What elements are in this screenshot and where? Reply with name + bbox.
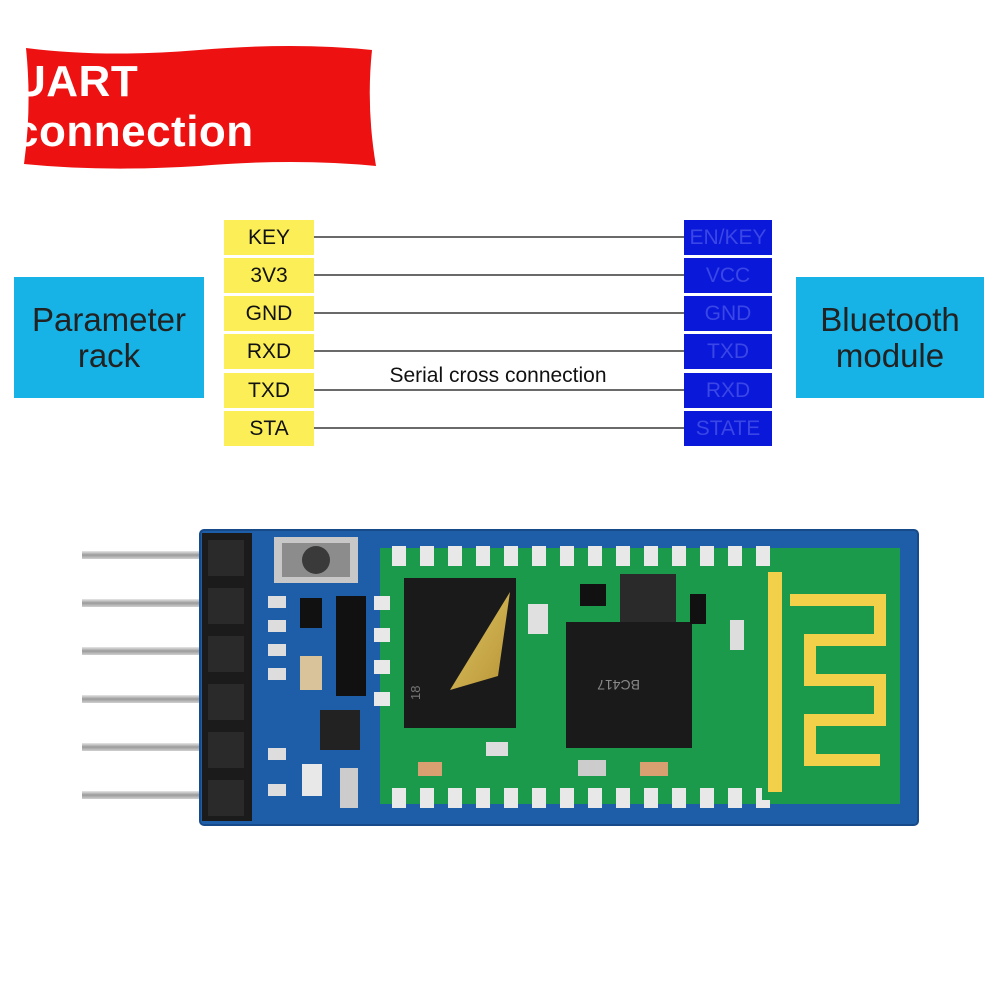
left-pin-3v3: 3V3 <box>224 258 314 293</box>
push-button <box>274 537 358 583</box>
title: UART connection <box>14 57 254 156</box>
module-components <box>418 584 744 776</box>
bluetooth-module-line2: module <box>835 336 945 374</box>
right-pin-rxd: RXD <box>684 373 772 408</box>
left-pin-txd: TXD <box>224 373 314 408</box>
small-chip <box>620 574 676 622</box>
antenna <box>762 568 892 800</box>
header-connector <box>202 533 252 821</box>
right-pin-state: STATE <box>684 411 772 446</box>
left-components <box>268 596 366 808</box>
right-pin-vcc: VCC <box>684 258 772 293</box>
right-pin-gnd: GND <box>684 296 772 331</box>
header-pins <box>82 551 220 799</box>
right-pin-en-key: EN/KEY <box>684 220 772 255</box>
left-pin-rxd: RXD <box>224 334 314 369</box>
parameter-rack-line2: rack <box>77 336 141 374</box>
parameter-rack-line1: Parameter <box>31 300 187 338</box>
right-pin-txd: TXD <box>684 334 772 369</box>
left-pin-key: KEY <box>224 220 314 255</box>
bluetooth-module-line1: Bluetooth <box>820 300 960 338</box>
bluetooth-module-box: Bluetooth module <box>796 277 984 398</box>
csr-chip: BC417 <box>566 622 692 748</box>
flash-chip: 18 <box>404 578 516 728</box>
svg-text:BC417: BC417 <box>597 677 640 693</box>
parameter-rack-box: Parameter rack <box>14 277 204 398</box>
wire-caption: Serial cross connection <box>389 364 607 387</box>
title-banner <box>24 46 376 169</box>
left-pin-sta: STA <box>224 411 314 446</box>
module-pads <box>374 546 770 808</box>
left-pin-gnd: GND <box>224 296 314 331</box>
svg-text:18: 18 <box>408 686 423 700</box>
